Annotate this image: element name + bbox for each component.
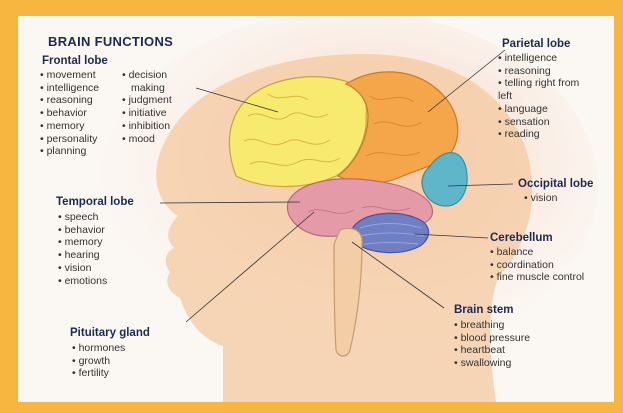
- list-item: intelligence: [498, 52, 610, 65]
- pituitary-gland-label: Pituitary gland: [70, 327, 150, 339]
- list-item: reasoning: [40, 94, 99, 107]
- list-item: movement: [40, 69, 99, 82]
- list-item: blood pressure: [454, 332, 530, 345]
- list-item: reasoning: [498, 65, 610, 78]
- list-item: swallowing: [454, 357, 530, 370]
- list-item: vision: [58, 262, 107, 275]
- list-item: initiative: [122, 107, 172, 120]
- temporal-lobe-list: speech behavior memory hearing vision em…: [58, 211, 107, 287]
- cerebellum-label: Cerebellum: [490, 232, 553, 244]
- list-item: decision: [122, 69, 172, 82]
- list-item: sensation: [498, 116, 610, 129]
- list-item: intelligence: [40, 82, 99, 95]
- list-item: heartbeat: [454, 344, 530, 357]
- list-item: judgment: [122, 94, 172, 107]
- parietal-lobe-list: intelligence reasoning telling right fro…: [498, 52, 610, 141]
- list-item: hormones: [72, 342, 125, 355]
- pituitary-gland-list: hormones growth fertility: [72, 342, 125, 380]
- list-item: mood: [122, 133, 172, 146]
- figure-title: BRAIN FUNCTIONS: [48, 34, 173, 49]
- list-item: hearing: [58, 249, 107, 262]
- temporal-lobe-label: Temporal lobe: [56, 196, 134, 208]
- list-item: reading: [498, 128, 610, 141]
- list-item: planning: [40, 145, 99, 158]
- occipital-lobe-list: vision: [524, 192, 557, 205]
- list-item: behavior: [40, 107, 99, 120]
- list-item: left: [498, 90, 610, 103]
- list-item: telling right from: [498, 77, 610, 90]
- parietal-lobe-label: Parietal lobe: [502, 38, 570, 50]
- list-item: personality: [40, 133, 99, 146]
- occipital-lobe-label: Occipital lobe: [518, 178, 593, 190]
- cerebellum-list: balance coordination fine muscle control: [490, 246, 584, 284]
- list-item: making: [122, 82, 172, 95]
- brain-stem-label: Brain stem: [454, 304, 513, 316]
- list-item: growth: [72, 355, 125, 368]
- list-item: memory: [58, 236, 107, 249]
- list-item: inhibition: [122, 120, 172, 133]
- list-item: fine muscle control: [490, 271, 584, 284]
- frontal-lobe-list-2: decision making judgment initiative inhi…: [122, 69, 172, 145]
- list-item: vision: [524, 192, 557, 205]
- brain-stem-list: breathing blood pressure heartbeat swall…: [454, 319, 530, 370]
- list-item: language: [498, 103, 610, 116]
- frontal-lobe-label: Frontal lobe: [42, 55, 108, 67]
- list-item: fertility: [72, 367, 125, 380]
- list-item: breathing: [454, 319, 530, 332]
- list-item: coordination: [490, 259, 584, 272]
- list-item: behavior: [58, 224, 107, 237]
- list-item: memory: [40, 120, 99, 133]
- list-item: speech: [58, 211, 107, 224]
- list-item: emotions: [58, 275, 107, 288]
- frontal-lobe-list-1: movement intelligence reasoning behavior…: [40, 69, 99, 158]
- list-item: balance: [490, 246, 584, 259]
- figure-card: BRAIN FUNCTIONS Frontal lobe movement in…: [18, 16, 614, 402]
